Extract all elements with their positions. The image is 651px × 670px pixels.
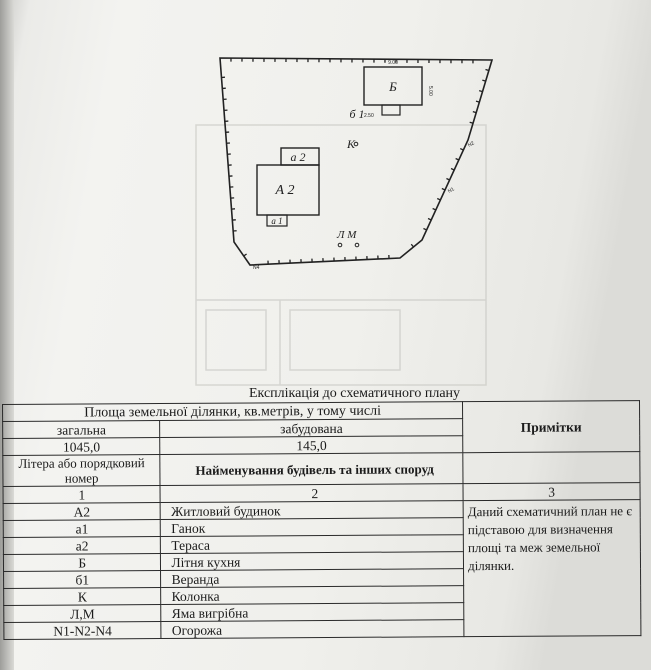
fence-tick: [436, 197, 441, 201]
point-n2: N2: [467, 140, 476, 149]
label-pits: Л М: [336, 229, 357, 241]
row-name: Огорожа: [161, 619, 464, 639]
pit-marker-l: [337, 242, 343, 248]
fence-tick: [446, 177, 450, 181]
label-terrace: а 2: [291, 150, 306, 164]
fence-tick: [423, 227, 427, 231]
fence-tick: [485, 68, 490, 72]
row-name: Колонка: [161, 585, 464, 605]
fence-tick: [427, 217, 432, 221]
bleed-through-lines: [195, 124, 487, 386]
row-name: Літня кухня: [160, 551, 464, 571]
row-name: Ганок: [160, 517, 464, 537]
label-house: А 2: [274, 183, 294, 198]
fence-tick: [459, 147, 464, 151]
notes-header: Примітки: [462, 400, 640, 453]
label-veranda: б 1: [349, 107, 364, 121]
name-header: Найменування будівель та інших споруд: [160, 452, 464, 486]
building-porch: [266, 214, 288, 227]
col-num-1: 1: [3, 485, 161, 504]
pit-marker-m: [354, 242, 360, 248]
fence-tick: [432, 207, 437, 211]
label-porch: а 1: [271, 216, 282, 226]
fence-ticks: [221, 58, 490, 265]
site-plan-drawing: Б б 1 а 2 А 2 а 1 К Л М 9.00 5.00 2.50 N…: [195, 57, 494, 386]
explication-caption: Експлікація до схематичного плану: [248, 386, 461, 401]
building-house: [256, 164, 320, 216]
row-letter: Б: [3, 553, 161, 572]
row-letter: N1-N2-N4: [3, 621, 162, 640]
row-letter: б1: [3, 570, 162, 589]
built-label: забудована: [160, 418, 463, 438]
fence-tick: [450, 167, 455, 171]
label-kitchen: Б: [388, 79, 397, 94]
row-letter: Л,М: [3, 604, 162, 623]
fence-tick: [455, 157, 460, 161]
row-name: Яма вигрібна: [161, 602, 464, 622]
fence-tick: [482, 79, 486, 82]
fence-tick: [475, 100, 480, 103]
row-letter: А2: [3, 502, 161, 521]
label-well: К: [346, 137, 356, 151]
row-letter: К: [3, 587, 162, 606]
col-num-3: 3: [463, 482, 641, 501]
row-name: Тераса: [160, 534, 464, 554]
fence-tick: [441, 187, 446, 191]
fence-tick: [410, 243, 414, 248]
letter-header: Літера або порядковий номер: [2, 454, 161, 487]
row-letter: а1: [3, 519, 161, 538]
explication-table: Площа земельної ділянки, кв.метрів, у то…: [2, 400, 641, 640]
table-row: А2 Житловий будинок Даний схематичний пл…: [3, 499, 641, 637]
dimension-veranda: 2.50: [364, 113, 374, 119]
parcel-boundary: [219, 57, 494, 266]
fence-tick: [243, 253, 247, 257]
page-edge-shadow: [0, 0, 14, 670]
row-name: Веранда: [160, 568, 464, 588]
fence-tick: [469, 121, 474, 124]
building-veranda: [381, 104, 401, 116]
fence-tick: [472, 111, 477, 114]
dimension-right: 5.00: [427, 86, 433, 96]
dimension-top: 9.00: [388, 60, 398, 66]
well-marker: [353, 141, 359, 147]
col-num-2: 2: [160, 483, 464, 503]
total-label: загальна: [2, 420, 161, 439]
point-n1: N1: [447, 186, 456, 195]
built-value: 145,0: [160, 435, 463, 455]
notes-text: Даний схематичний план не є підставою дл…: [463, 499, 641, 637]
row-name: Житловий будинок: [160, 500, 464, 520]
point-n4: N4: [253, 265, 260, 271]
notes-header-filler: [462, 451, 640, 484]
fence-tick: [478, 89, 483, 93]
row-letter: а2: [3, 536, 161, 555]
total-value: 1045,0: [2, 437, 161, 456]
